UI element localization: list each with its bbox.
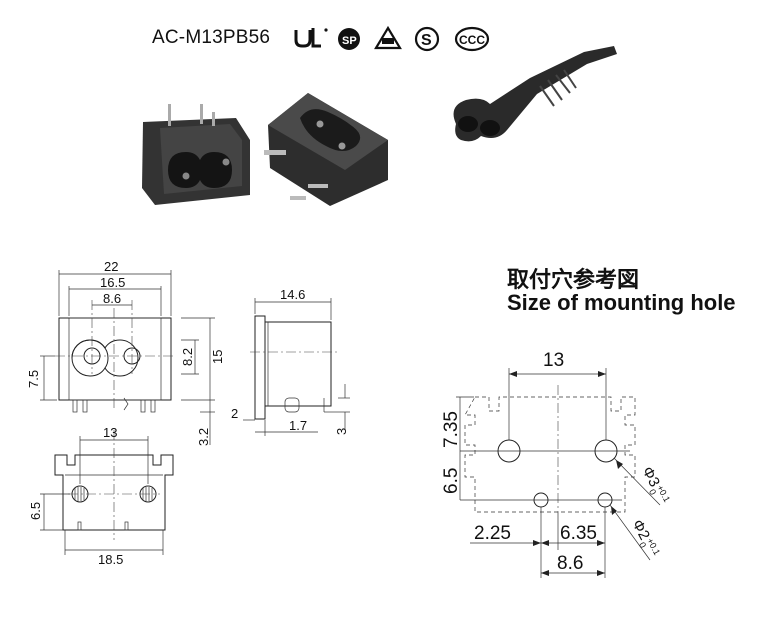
hole-title-cn: 取付穴参考図 bbox=[507, 268, 640, 293]
hole-dim-7-35: 7.35 bbox=[441, 411, 462, 448]
hole-dim-2-25: 2.25 bbox=[474, 523, 511, 544]
socket-photo-angled bbox=[264, 93, 388, 206]
csa-icon: SP bbox=[338, 28, 360, 50]
hole-dia-3-tol-lower: 0 bbox=[647, 488, 658, 497]
front-dim-22: 22 bbox=[104, 259, 118, 274]
hole-dia-3-tol-upper: +0.1 bbox=[655, 483, 672, 503]
hole-dia-2-tol-upper: +0.1 bbox=[645, 536, 662, 556]
side-dim-14-6: 14.6 bbox=[280, 287, 305, 302]
vde-icon bbox=[374, 25, 402, 50]
model-number: AC-M13PB56 bbox=[152, 27, 271, 48]
svg-text:S: S bbox=[421, 32, 432, 49]
side-dim-1-7: 1.7 bbox=[289, 418, 307, 433]
front-dim-8-2: 8.2 bbox=[180, 348, 195, 366]
hole-title-en: Size of mounting hole bbox=[507, 290, 736, 315]
s-mark-icon: S bbox=[414, 26, 440, 52]
side-view-drawing: 14.6 2 1.7 3 bbox=[231, 287, 350, 436]
plug-photo bbox=[453, 46, 617, 142]
front-dim-8-6: 8.6 bbox=[103, 291, 121, 306]
hole-dim-6-35: 6.35 bbox=[560, 523, 597, 544]
front-dim-3-2: 3.2 bbox=[196, 428, 211, 446]
front-dim-16-5: 16.5 bbox=[100, 275, 125, 290]
side-dim-3: 3 bbox=[334, 428, 349, 435]
side-dim-2: 2 bbox=[231, 406, 238, 421]
front-view-drawing: 22 16.5 8.6 8.2 15 7.5 3.2 bbox=[26, 259, 225, 446]
hole-dim-8-6: 8.6 bbox=[557, 553, 583, 574]
bottom-dim-6-5: 6.5 bbox=[28, 502, 43, 520]
socket-photo-front bbox=[142, 104, 250, 205]
mounting-hole-drawing: 13 7.35 6.5 2.25 6.35 8.6 Φ3 +0.1 0 Φ2 +… bbox=[441, 350, 672, 578]
ul-recognized-icon bbox=[294, 28, 328, 48]
bottom-dim-13: 13 bbox=[103, 425, 117, 440]
front-dim-15: 15 bbox=[210, 350, 225, 364]
bottom-dim-18-5: 18.5 bbox=[98, 552, 123, 567]
front-dim-7-5: 7.5 bbox=[26, 370, 41, 388]
hole-dia-2-tol-lower: 0 bbox=[637, 541, 648, 550]
svg-text:SP: SP bbox=[342, 35, 357, 47]
svg-text:CCC: CCC bbox=[459, 33, 485, 47]
ccc-icon: CCC bbox=[454, 26, 490, 52]
hole-dim-6-5: 6.5 bbox=[441, 468, 462, 494]
bottom-view-drawing: 13 6.5 18.5 bbox=[28, 425, 174, 567]
hole-dim-13: 13 bbox=[543, 350, 564, 371]
